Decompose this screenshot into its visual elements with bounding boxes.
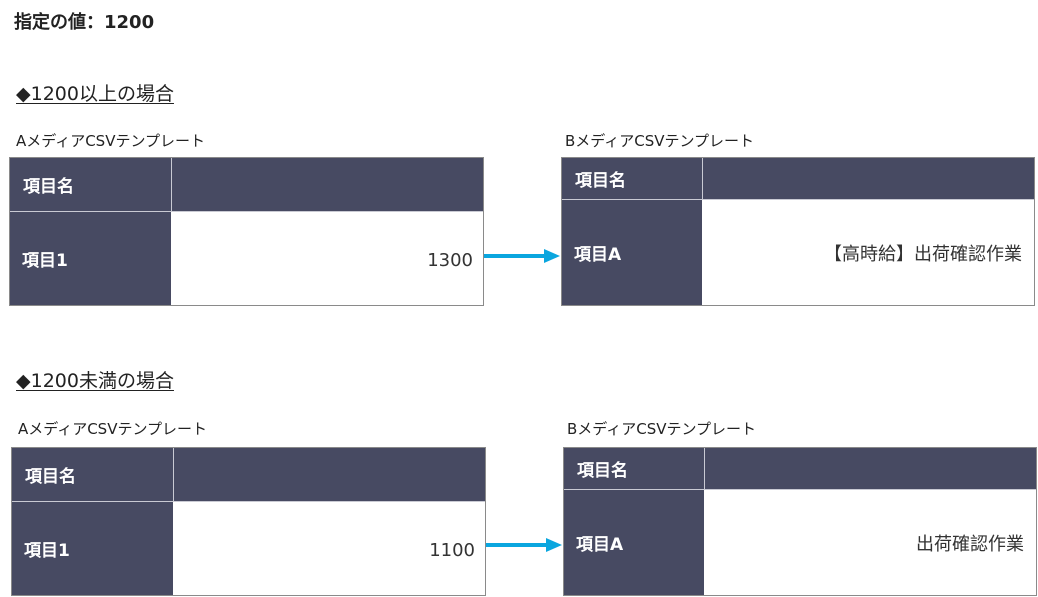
header-cell-item-name: 項目名: [25, 467, 76, 487]
row-name: 項目A: [564, 490, 704, 595]
template-table-b: 項目名 項目A 出荷確認作業: [563, 447, 1037, 596]
template-table-a: 項目名 項目1 1100: [11, 447, 486, 596]
table-row: 項目1 1100: [12, 502, 485, 595]
row-value: 【高時給】出荷確認作業: [824, 243, 1022, 265]
row-name: 項目1: [10, 212, 171, 305]
row-name: 項目1: [12, 502, 173, 595]
section-title-under: ◆1200未満の場合: [16, 370, 174, 392]
template-label-a: AメディアCSVテンプレート: [18, 420, 208, 438]
arrow-right-icon: [484, 249, 560, 263]
row-name: 項目A: [562, 200, 702, 305]
table-header: 項目名: [562, 158, 1034, 199]
template-table-b: 項目名 項目A 【高時給】出荷確認作業: [561, 157, 1035, 306]
table-row: 項目A 出荷確認作業: [564, 490, 1036, 595]
table-row: 項目1 1300: [10, 212, 483, 305]
row-value: 出荷確認作業: [916, 533, 1024, 555]
header-cell-item-name: 項目名: [577, 461, 628, 481]
arrow-right-icon: [486, 538, 562, 552]
table-header: 項目名: [12, 448, 485, 501]
table-header: 項目名: [564, 448, 1036, 489]
row-value: 1100: [429, 540, 475, 561]
template-label-a: AメディアCSVテンプレート: [16, 132, 206, 150]
page-heading: 指定の値：1200: [14, 12, 155, 33]
row-value: 1300: [427, 250, 473, 271]
section-title-over: ◆1200以上の場合: [16, 83, 174, 105]
template-table-a: 項目名 項目1 1300: [9, 157, 484, 306]
table-row: 項目A 【高時給】出荷確認作業: [562, 200, 1034, 305]
header-cell-item-name: 項目名: [23, 177, 74, 197]
header-cell-item-name: 項目名: [575, 171, 626, 191]
template-label-b: BメディアCSVテンプレート: [565, 132, 755, 150]
table-header: 項目名: [10, 158, 483, 211]
template-label-b: BメディアCSVテンプレート: [567, 420, 757, 438]
